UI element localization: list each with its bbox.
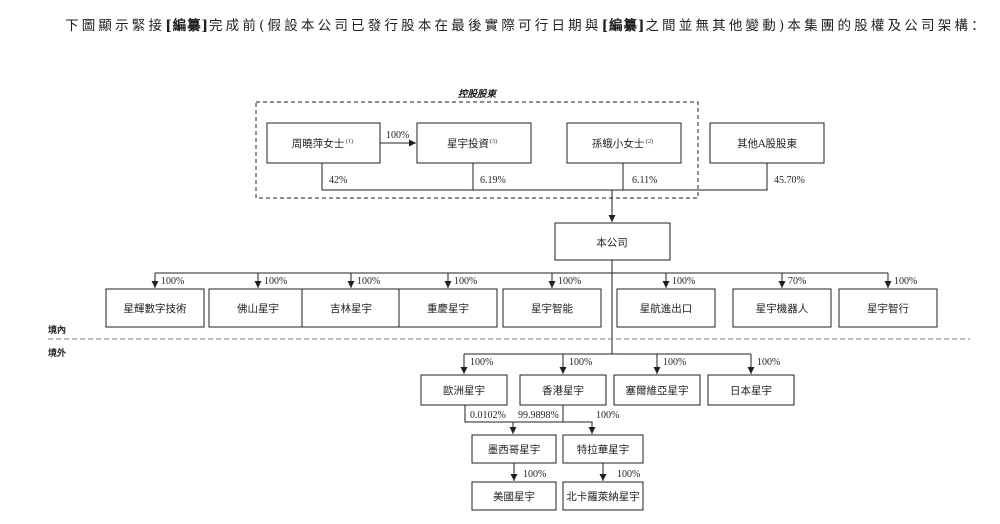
domestic-subsidiary-1: 100% 佛山星宇 [208,273,308,328]
domestic-subsidiary-box [616,288,716,328]
zhou-ownership-line [321,163,612,191]
intro-paragraph: 下圖顯示緊接[編纂]完成前(假設本公司已發行股本在最後實際可行日期與[編纂]之間… [8,14,992,39]
domestic-subsidiary-name: 吉林星宇 [330,302,372,315]
domestic-subsidiary-name: 星航進出口 [640,302,693,315]
overseas-subsidiary-name: 日本星宇 [730,384,772,397]
domestic-subsidiary-box [502,288,602,328]
overseas-subsidiary-3: 100% 日本星宇 [707,354,795,406]
usa-pct: 100% [523,469,546,480]
zhou-holding-pct: 42% [329,175,347,186]
overseas-label: 境外 [48,347,66,359]
domestic-subsidiary-2: 100% 吉林星宇 [301,273,401,328]
redacted-mark-1: [編纂] [165,18,209,34]
delaware-pct: 100% [596,410,619,421]
domestic-subsidiary-7: 100% 星宇智行 [838,273,938,328]
europe-to-mexico-line [464,405,517,434]
overseas-subsidiaries: 100% 歐洲星宇 100% 香港星宇 100% 塞爾維亞星宇 100% 日本星宇 [420,354,795,406]
others-holding-pct: 45.70% [774,175,805,186]
shareholder-others-name: 其他A股股東 [737,137,798,150]
domestic-subsidiary-box [105,288,205,328]
overseas-subsidiary-0: 100% 歐洲星宇 [420,354,508,406]
zhou-to-investment-pct: 100% [386,130,409,141]
domestic-subsidiary-pct: 100% [264,276,287,287]
overseas-subsidiary-box [420,374,508,406]
usa-xingyu-name: 美國星宇 [493,490,535,503]
shareholder-zhou: 周曉萍女士 (1) [266,122,381,164]
overseas-subsidiary-name: 香港星宇 [542,384,584,397]
intro-text-2: 完成前(假設本公司已發行股本在最後實際可行日期與 [208,18,602,34]
domestic-subsidiary-box [301,288,401,328]
domestic-subsidiary-name: 佛山星宇 [237,302,279,315]
shareholder-xingyu-investment: 星宇投資 (3) [416,122,532,164]
shareholder-xingyu-investment-name: 星宇投資 [447,137,489,150]
shareholder-other-a-shareholders: 其他A股股東 [709,122,825,164]
usa-xingyu-box: 美國星宇 [471,481,557,511]
domestic-subsidiary-name: 星宇機器人 [756,302,809,315]
overseas-subsidiary-box [707,374,795,406]
nc-pct: 100% [617,469,640,480]
delaware-xingyu-box: 特拉華星宇 [562,434,644,464]
domestic-subsidiaries: 100% 星輝數字技術 100% 佛山星宇 100% 吉林星宇 100% 重慶星宇 100% 星宇… [105,273,938,328]
overseas-subsidiary-1: 100% 香港星宇 [519,354,607,406]
overseas-subsidiary-box [613,374,701,406]
domestic-subsidiary-box [838,288,938,328]
overseas-subsidiary-name: 歐洲星宇 [443,384,485,397]
shareholder-zhou-note: (1) [346,138,353,145]
mexico-pct-europe: 0.0102% [470,410,506,421]
overseas-subsidiary-2: 100% 塞爾維亞星宇 [613,354,701,406]
domestic-subsidiary-6: 70% 星宇機器人 [732,273,832,328]
controlling-shareholders-frame [255,101,699,199]
domestic-subsidiary-pct: 100% [161,276,184,287]
shareholder-sun: 孫蛾小女士 (2) [566,122,682,164]
domestic-subsidiary-4: 100% 星宇智能 [502,273,602,328]
company-name: 本公司 [596,236,628,249]
redacted-mark-2: [編纂] [601,18,646,34]
domestic-subsidiary-box [732,288,832,328]
overseas-subsidiary-pct: 100% [663,357,686,368]
domestic-subsidiary-pct: 100% [454,276,477,287]
overseas-subsidiary-pct: 100% [757,357,780,368]
domestic-subsidiary-pct: 100% [357,276,380,287]
shareholder-sun-note: (2) [646,138,653,145]
domestic-subsidiary-5: 100% 星航進出口 [616,273,716,328]
domestic-subsidiary-pct: 100% [672,276,695,287]
overseas-subsidiary-pct: 100% [470,357,493,368]
intro-text-1: 下圖顯示緊接 [65,18,166,34]
domestic-subsidiary-name: 星輝數字技術 [124,302,187,315]
overseas-subsidiary-box [519,374,607,406]
overseas-subsidiary-name: 塞爾維亞星宇 [626,384,689,397]
delaware-xingyu-name: 特拉華星宇 [577,443,630,456]
domestic-subsidiary-name: 星宇智行 [867,302,909,315]
others-ownership-line [612,163,768,191]
north-carolina-xingyu-box: 北卡羅萊納星宇 [562,481,644,511]
investment-holding-pct: 6.19% [480,175,506,186]
mexico-pct-hk: 99.9898% [518,410,559,421]
domestic-subsidiary-box [398,288,498,328]
domestic-subsidiary-0: 100% 星輝數字技術 [105,273,205,328]
domestic-subsidiary-name: 重慶星宇 [427,302,469,315]
hk-to-delaware-line [563,421,596,434]
intro-text-3: 之間並無其他變動)本集團的股權及公司架構： [645,18,988,34]
shareholder-sun-name: 孫蛾小女士 [592,137,645,150]
domestic-subsidiary-3: 100% 重慶星宇 [398,273,498,328]
north-carolina-xingyu-name: 北卡羅萊納星宇 [566,490,640,503]
shareholder-zhou-name: 周曉萍女士 [292,137,345,150]
domestic-subsidiary-pct: 100% [558,276,581,287]
overseas-subsidiary-pct: 100% [569,357,592,368]
domestic-subsidiary-pct: 70% [788,276,806,287]
mexico-xingyu-name: 墨西哥星宇 [488,443,541,456]
domestic-label: 境內 [48,324,66,336]
sun-holding-pct: 6.11% [632,175,657,186]
mexico-xingyu-box: 墨西哥星宇 [471,434,557,464]
domestic-subsidiary-name: 星宇智能 [531,302,573,315]
domestic-subsidiary-pct: 100% [894,276,917,287]
domestic-subsidiary-box [208,288,308,328]
controlling-shareholders-header: 控股股東 [458,88,498,100]
company-box: 本公司 [554,222,671,261]
shareholder-xingyu-investment-note: (3) [490,138,497,145]
